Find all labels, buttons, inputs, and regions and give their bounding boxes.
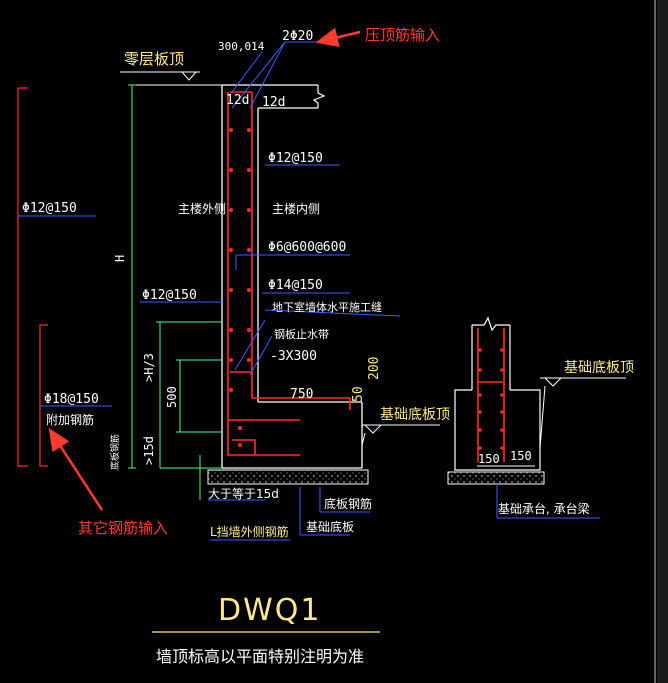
dim-label-150-left: 150 [478,452,500,466]
level-mark-top [180,71,198,81]
dim-label-200: 200 [367,357,382,380]
label-main-outer: 主楼外侧 [178,201,226,216]
label-top-bar: 2Φ20 [282,29,313,44]
dim-label-H3: >H/3 [142,353,156,382]
annotation-other-bar-input: 其它钢筋输入 [78,519,168,537]
label-tie-bar: Φ6@600@600 [268,240,346,255]
dim-label-750: 750 [290,387,313,402]
wall-outline [221,84,363,469]
label-ge15d: 大于等于15d [208,487,279,501]
dim-label-50: 50 [351,386,366,402]
dim-chain-left [128,84,222,500]
label-extra-bar: Φ18@150 [44,392,99,407]
label-anchor-12d-right: 12d [262,95,285,110]
side-panel [657,0,668,683]
label-leaders [18,164,401,541]
label-foundation-slab-top: 基础底板顶 [380,406,450,423]
label-right-slab-top: 基础底板顶 [564,359,634,376]
label-zero-floor-top: 零层板顶 [124,50,184,68]
pile-cap-rebars [477,328,505,462]
dim-label-H: H [113,255,127,262]
label-dim-300: 300,014 [218,40,265,53]
arrow-top-bar [315,27,361,48]
pile-cap-leaders [496,484,600,519]
arrow-other-bar [48,427,104,511]
label-L-bar: L挡墙外侧钢筋 [210,524,289,539]
label-extra-bar-name: 附加钢筋 [46,412,94,427]
blinding-layer [207,469,369,485]
pile-cap-outline [454,316,541,471]
left-brackets [17,87,48,467]
label-inner-bar: Φ12@150 [268,151,323,166]
label-foundation-slab: 基础底板 [306,519,354,534]
dim-label-500: 500 [165,386,179,408]
label-left-outer-bar: Φ12@150 [22,201,77,216]
dim-label-15d-left: >15d [142,436,156,465]
label-main-inner: 主楼内侧 [272,201,320,216]
label-lower-outer-bar: Φ12@150 [142,288,197,303]
drawing-title: DWQ1 [218,593,321,628]
top-bar-leaders [231,41,320,109]
pile-cap-level [477,377,626,467]
label-waterstop: 钢板止水带 [274,327,329,341]
pile-cap-dots [478,348,504,450]
dim-label-150-right: 150 [510,449,532,463]
drawing-subtitle: 墙顶标高以平面特别注明为准 [156,647,364,666]
label-bottom-slab-bar: 底板钢筋 [324,496,372,511]
label-pile-cap: 基础承台, 承台梁 [498,501,590,516]
annotation-top-bar-input: 压顶筋输入 [365,26,440,44]
label-construction-joint: 地下室墙体水平施工缝 [272,300,382,314]
break-mark-top [312,85,326,108]
slab-top-mark [361,424,440,446]
label-horizontal-bar: Φ14@150 [268,278,323,293]
label-bottom-bar-side: 底板钢筋 [109,434,121,470]
rebar-dots [229,128,251,447]
pile-cap-blinding [447,471,545,485]
label-waterstop-size: -3X300 [270,349,317,364]
label-anchor-12d-left: 12d [226,93,249,108]
wall-rebars [227,91,351,456]
